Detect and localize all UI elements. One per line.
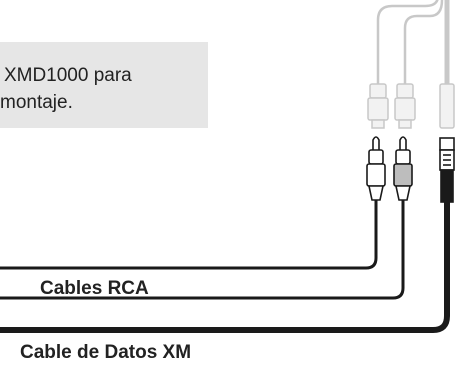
faded-cable-bundle xyxy=(376,0,450,85)
data-cable-label: Cable de Datos XM xyxy=(20,342,192,363)
instruction-note-box xyxy=(0,42,208,128)
data-plug xyxy=(439,137,455,203)
rca-cables-label: Cables RCA xyxy=(40,278,149,299)
data-cable xyxy=(0,202,450,333)
instruction-note-line-1: K XMD1000 para xyxy=(0,65,132,86)
rca-plug-middle xyxy=(393,136,413,201)
rca-cable-2 xyxy=(0,200,405,300)
instruction-note-line-2: montaje. xyxy=(0,92,73,113)
rca-plug-left xyxy=(366,136,386,201)
faded-plugs xyxy=(367,83,455,129)
rca-cable-1 xyxy=(0,200,378,270)
